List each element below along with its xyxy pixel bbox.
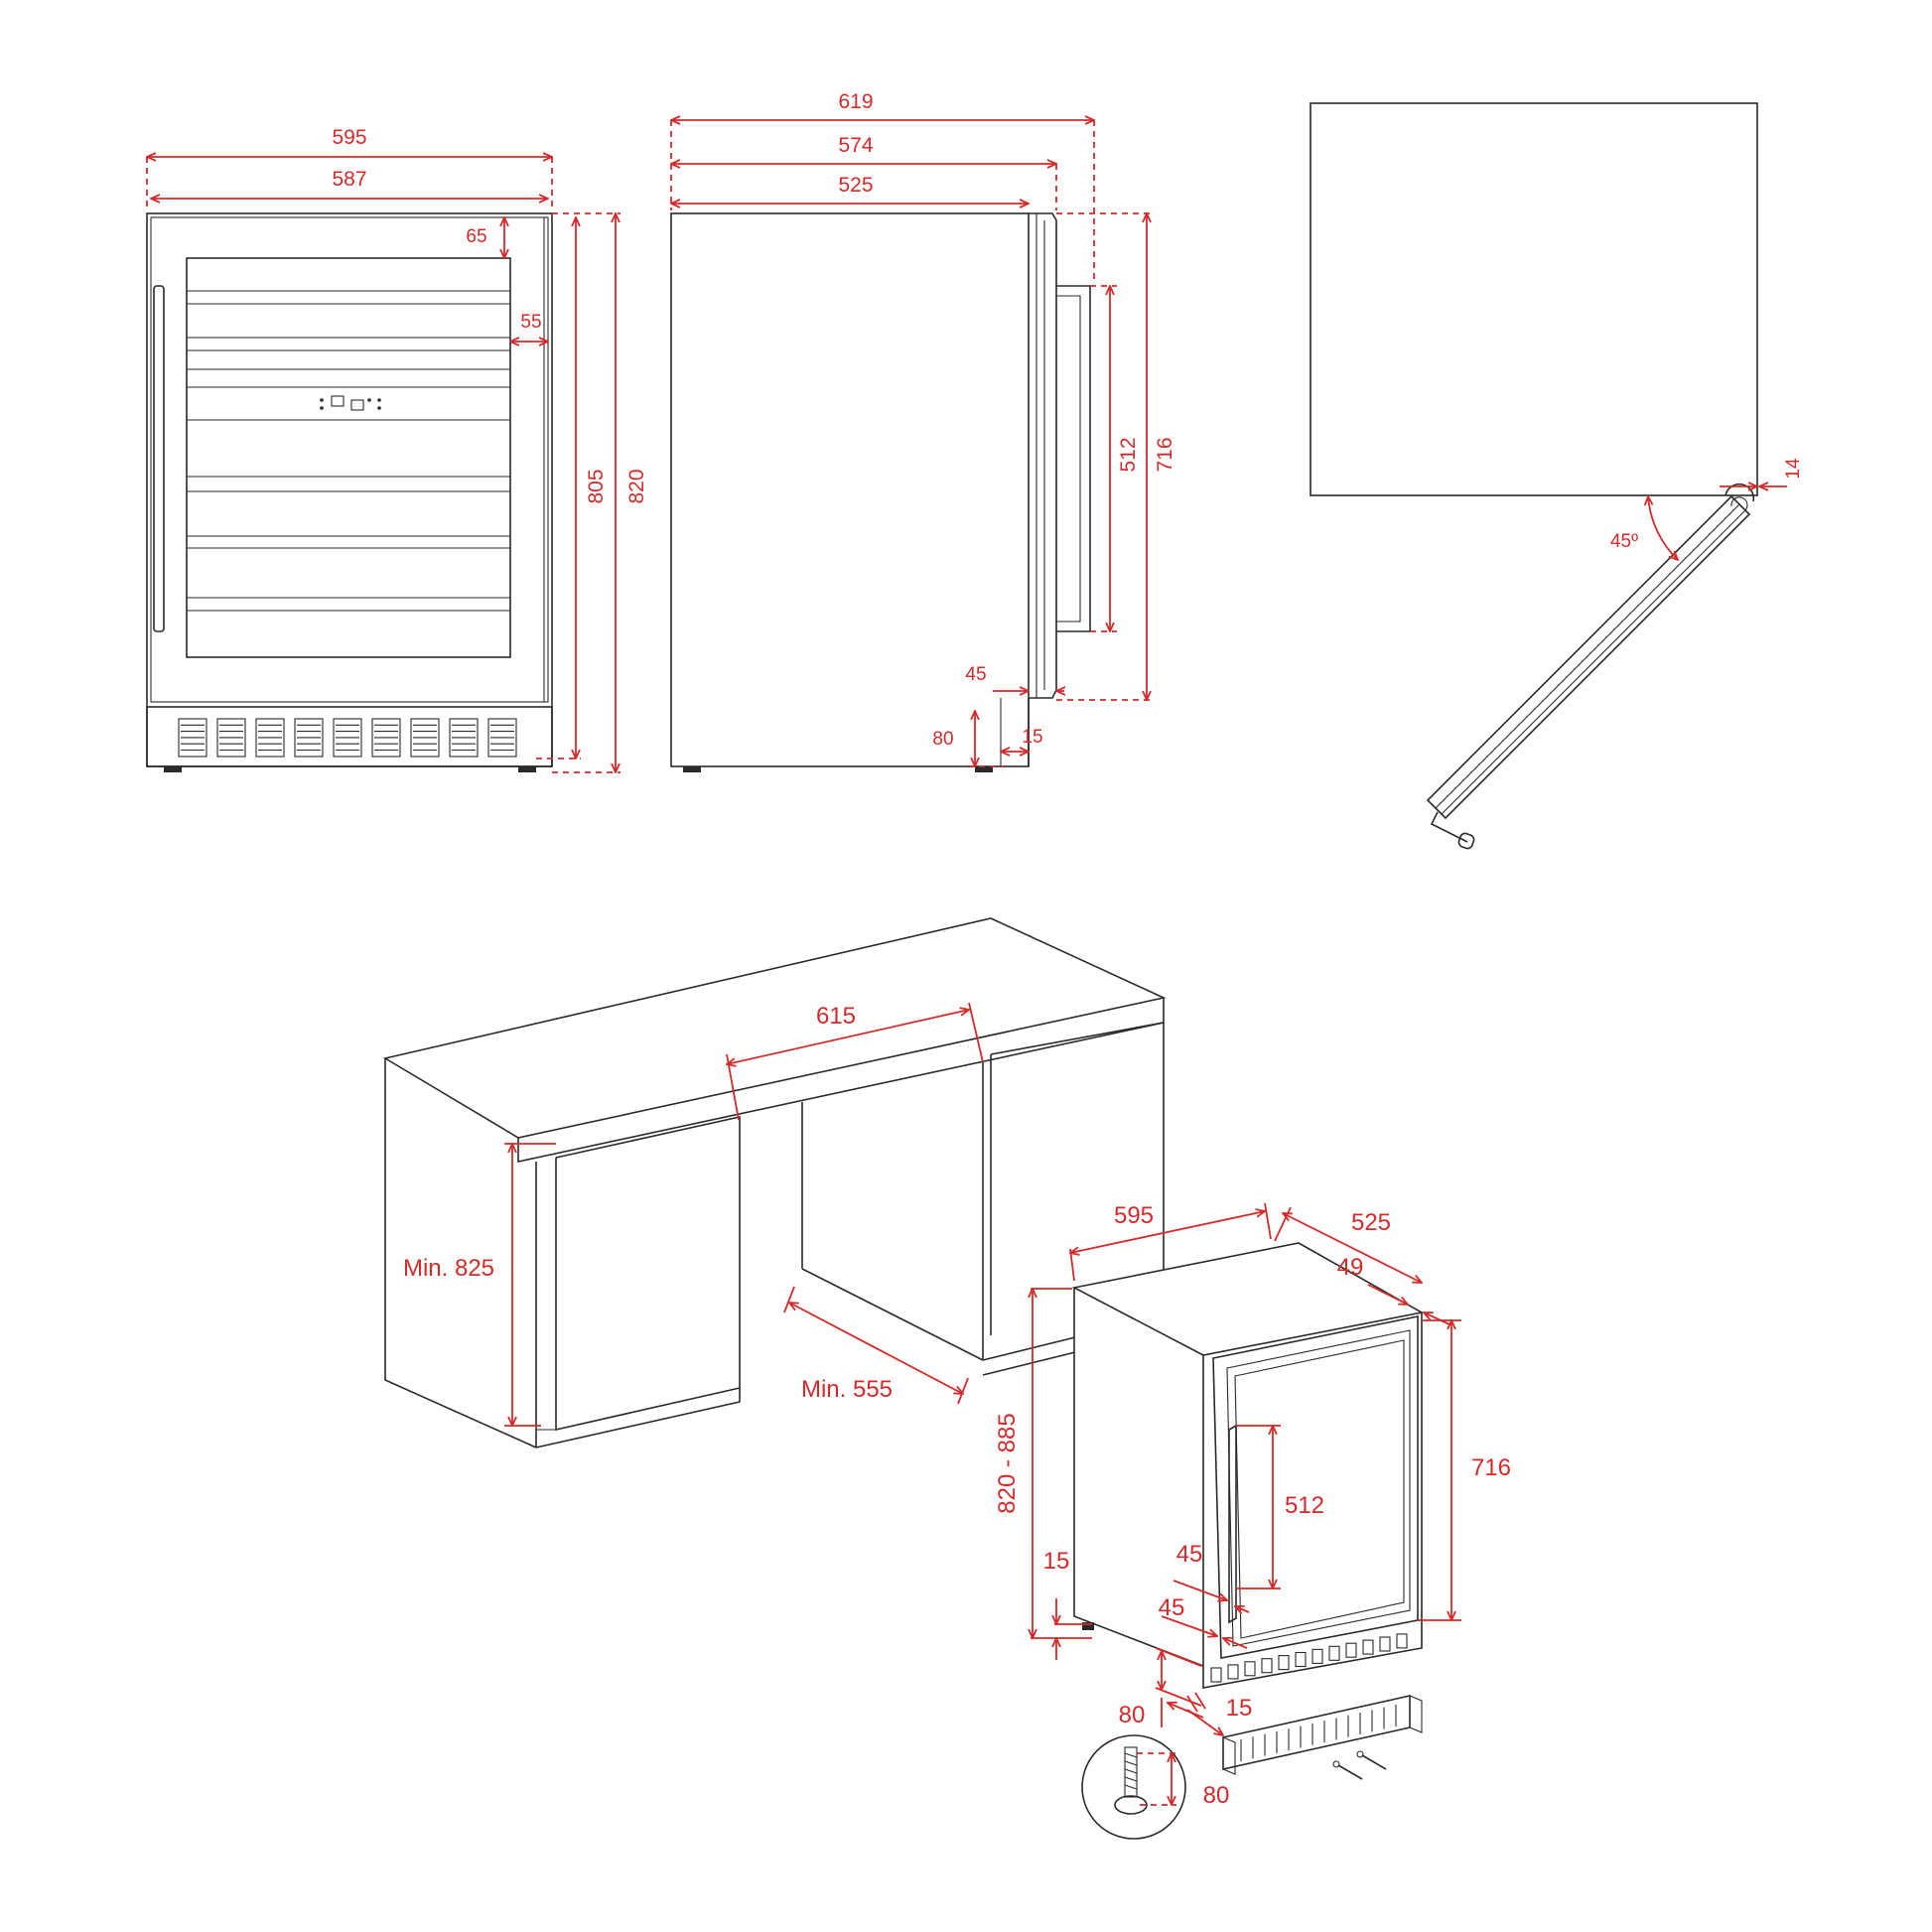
side-door-offset-label: 45 (965, 664, 986, 685)
side-depth-body-label: 525 (838, 174, 873, 197)
unit-width-label: 595 (1114, 1202, 1154, 1229)
vent-slot (1210, 1667, 1222, 1683)
front-top-gap-label: 65 (466, 226, 486, 247)
vent-block (255, 718, 285, 758)
vent-slot (1396, 1633, 1408, 1649)
vent-block (178, 718, 207, 758)
unit-depth-label: 525 (1351, 1209, 1391, 1236)
countertop (382, 917, 1167, 1163)
front-height-total-label: 820 (625, 469, 648, 503)
shelf-lines (187, 290, 510, 612)
left-cabinet (384, 1090, 741, 1449)
front-width-inner-label: 587 (332, 168, 366, 191)
vent-block (449, 718, 479, 758)
vent-block (333, 718, 362, 758)
vent-slot (1311, 1648, 1323, 1664)
foot-detail: 80 (1081, 1734, 1230, 1840)
vent-slot (1328, 1645, 1340, 1661)
open-door (1426, 494, 1751, 850)
vent-block (216, 718, 246, 758)
front-width-outer-label: 595 (332, 126, 366, 149)
handle-offset-lower-label: 45 (1159, 1594, 1185, 1621)
niche-height-label: Min. 825 (403, 1255, 494, 1282)
foot-gap-label: 15 (1043, 1548, 1070, 1575)
vent-block (487, 718, 517, 758)
niche-width-label: 615 (816, 1003, 856, 1030)
detached-plinth (1222, 1695, 1423, 1775)
side-handle (1056, 285, 1091, 632)
foot-adjust-label: 80 (1203, 1782, 1230, 1809)
plinth-recess-label: 15 (1226, 1695, 1253, 1722)
vent-slot (1362, 1639, 1374, 1655)
vent-block (410, 718, 440, 758)
vent-slot (1244, 1661, 1256, 1677)
niche-depth-label: Min. 555 (801, 1376, 893, 1403)
door-height-label: 716 (1471, 1454, 1511, 1481)
vent-block (371, 718, 401, 758)
side-door-height-label: 716 (1154, 437, 1176, 472)
side-plinth-height-label: 80 (932, 729, 953, 750)
screws (1332, 1750, 1387, 1780)
unit-grille (1210, 1633, 1408, 1683)
unit-handle-length-label: 512 (1285, 1492, 1324, 1519)
vent-slot (1295, 1651, 1307, 1668)
front-height-body-label: 805 (585, 469, 608, 503)
front-view: 595 587 65 55 805 820 (147, 126, 648, 772)
side-handle-length-label: 512 (1117, 437, 1140, 472)
vent-block (294, 718, 324, 758)
front-handle (153, 285, 165, 632)
control-panel (320, 395, 381, 411)
vent-slot (1227, 1664, 1239, 1680)
side-plinth-recess-label: 15 (1022, 727, 1042, 748)
vent-slot (1345, 1642, 1357, 1658)
plinth-height-label: 80 (1119, 1702, 1146, 1728)
vent-slot (1261, 1658, 1273, 1674)
unit-height-range-label: 820 - 885 (994, 1413, 1021, 1513)
niche-back (801, 1062, 984, 1361)
wine-cooler-unit (1071, 1242, 1425, 1689)
side-depth-door-label: 574 (838, 134, 873, 157)
top-door-angle-label: 45º (1610, 531, 1638, 552)
door-depth-label: 49 (1337, 1254, 1364, 1281)
front-grille (178, 718, 517, 758)
side-view: 619 574 525 512 716 45 80 15 (671, 90, 1176, 772)
handle-offset-upper-label: 45 (1176, 1541, 1203, 1568)
installation-view: 80 615 Min. 825 Min. 555 595 525 49 (382, 917, 1511, 1840)
unit-handle (1228, 1424, 1237, 1624)
top-edge-gap-label: 14 (1783, 458, 1804, 480)
vent-slot (1278, 1655, 1290, 1671)
front-side-gap-label: 55 (520, 312, 541, 333)
vent-slot (1379, 1636, 1391, 1652)
plinth-grille (1240, 1704, 1397, 1761)
side-depth-total-label: 619 (838, 90, 873, 113)
top-view: 14 45º (1310, 102, 1804, 850)
